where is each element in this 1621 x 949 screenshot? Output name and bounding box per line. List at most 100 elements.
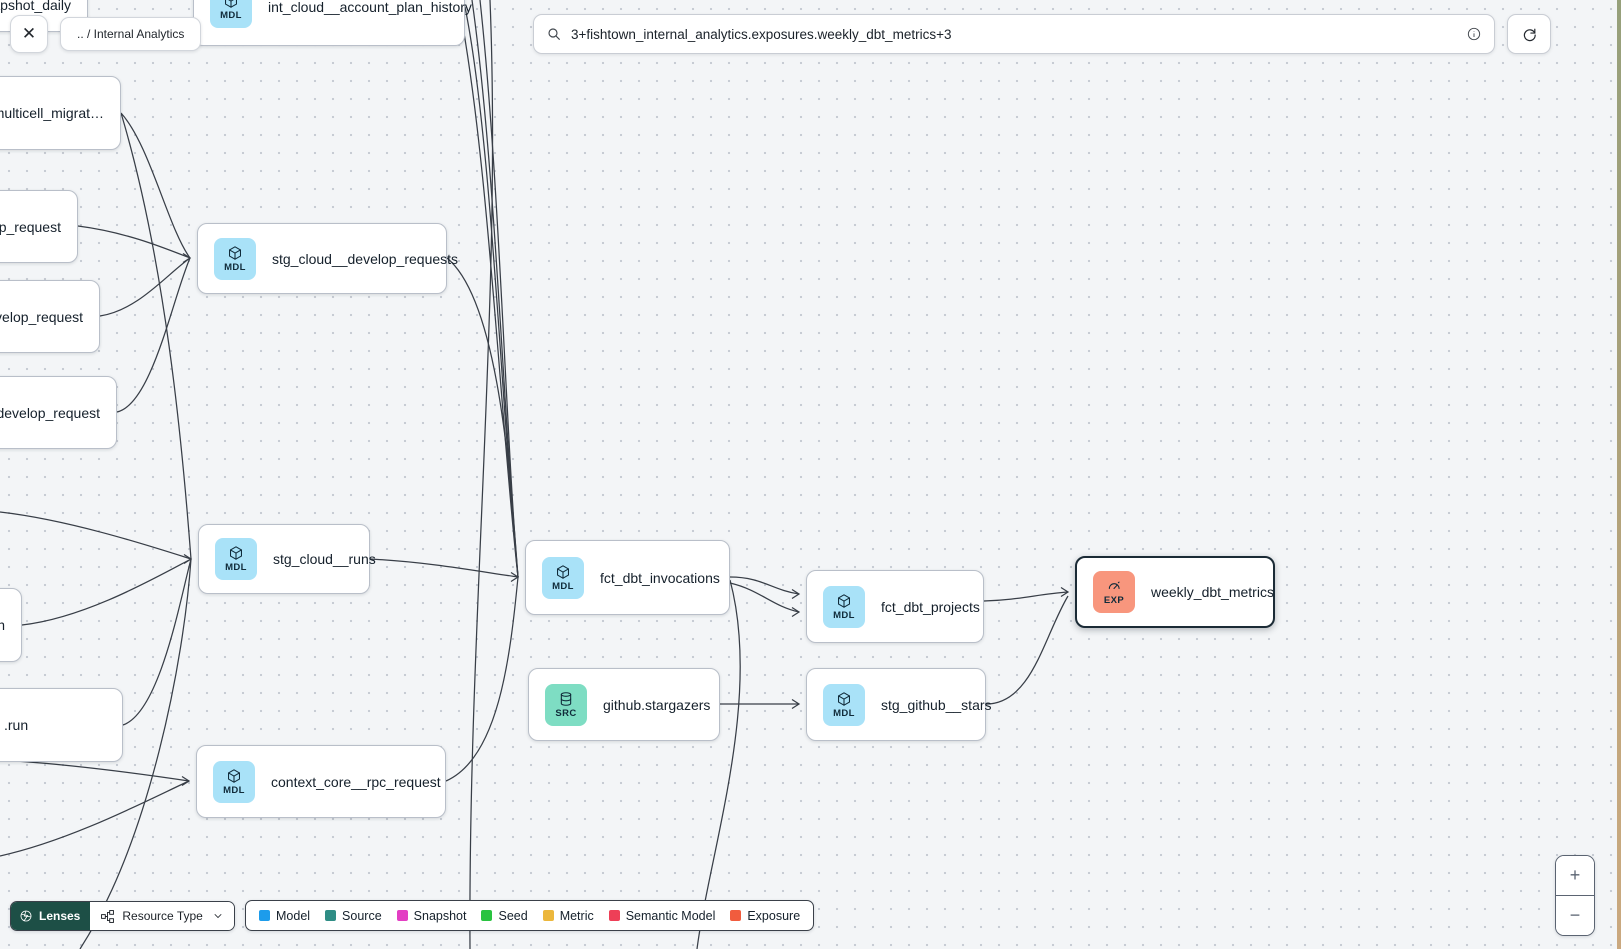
node-label: snapshot_daily [0,0,71,13]
node-label: github.stargazers [603,696,711,713]
badge-label: MDL [224,261,246,273]
legend-item-model: Model [259,909,310,923]
legend-item-semantic-model: Semantic Model [608,908,716,923]
node-develop-request-b[interactable]: .develop_request [0,376,117,449]
model-badge: MDL [823,585,865,628]
node-fct-dbt-invocations[interactable]: MDL fct_dbt_invocations [525,540,730,615]
legend-item-metric: Metric [542,908,594,923]
node-cut-node-run[interactable]: .run [0,688,123,762]
badge-label: SRC [555,707,577,719]
node-stg-cloud-runs[interactable]: MDL stg_cloud__runs [198,524,376,594]
node-develop-request-a[interactable]: velop_request [0,280,100,353]
model-badge: MDL [215,538,257,580]
node-stg-github-stars[interactable]: MDL stg_github__stars [806,668,992,741]
node-label: context_core__rpc_request [271,773,441,790]
lenses-group: Lenses Resource Type [10,901,235,931]
lenses-label: Lenses [39,909,81,923]
legend-item-exposure: Exposure [730,909,800,923]
legend-swatch [325,910,337,921]
legend-swatch [396,910,408,921]
legend-label: Model [276,908,311,923]
refresh-icon [1523,28,1536,41]
legend-swatch [481,910,493,921]
node-fct-dbt-projects[interactable]: MDL fct_dbt_projects [806,570,984,643]
exposure-badge: EXP [1093,571,1135,613]
model-badge: MDL [542,556,584,599]
chevron-down-icon [214,914,222,919]
exposure-icon [1108,581,1120,590]
node-label: .run [4,717,29,733]
badge-label: MDL [225,562,247,573]
legend-item-source: Source [325,909,382,923]
search-icon [548,28,560,40]
model-badge: MDL [213,760,255,803]
legend-label: Semantic Model [625,908,716,923]
badge-label: MDL [220,10,242,21]
refresh-button[interactable] [1507,14,1551,54]
node-cut-node-n[interactable]: n [0,588,22,662]
node-label: .develop_request [0,404,100,421]
breadcrumb[interactable]: .. / Internal Analytics [60,17,202,51]
legend-swatch [608,910,620,921]
resource-type-icon [101,909,115,923]
node-context-core-rpc-request[interactable]: MDL context_core__rpc_request [196,745,446,818]
resource-type-dropdown[interactable]: Resource Type [90,902,234,930]
legend-swatch [259,910,270,921]
model-icon [228,768,240,783]
legend-item-seed: Seed [481,908,528,923]
node-label: fct_dbt_projects [881,598,980,615]
model-icon [838,593,850,608]
info-icon[interactable] [1466,26,1482,42]
search-bar[interactable] [533,14,1495,54]
lenses-button[interactable]: Lenses [11,902,91,930]
model-icon [838,691,850,706]
node-label: velop_request [0,308,83,325]
model-icon [229,245,241,260]
badge-label: MDL [552,580,574,592]
close-icon: ✕ [21,24,37,43]
node-op-request[interactable]: p_request [0,190,78,263]
legend-swatch [730,910,742,921]
resource-type-legend: Model Source Snapshot Seed Metric Semantic Mo… [245,900,815,931]
close-button[interactable]: ✕ [10,15,48,53]
model-icon [557,564,569,579]
node-label: stg_github__stars [881,696,992,713]
zoom-divider [1556,895,1594,896]
model-icon [230,546,242,560]
source-badge: SRC [545,683,587,726]
node-label: n [0,617,5,633]
legend-swatch [542,910,554,921]
node-label: stg_cloud__runs [273,551,376,567]
badge-label: MDL [833,609,855,621]
legend-label: Source [342,908,382,923]
model-badge: MDL [823,683,865,726]
legend-label: Metric [559,908,594,923]
badge-label: MDL [223,784,245,796]
node-multicell-migration[interactable]: multicell_migrat… [0,76,121,150]
zoom-out-button[interactable]: − [1556,896,1594,935]
node-label: stg_cloud__develop_requests [272,250,459,267]
lenses-icon [20,910,32,922]
source-icon [560,691,572,706]
legend-label: Snapshot [413,908,467,923]
node-label: fct_dbt_invocations [600,569,720,586]
node-label: p_request [0,218,61,235]
breadcrumb-label: .. / Internal Analytics [77,27,185,41]
model-icon [225,0,237,8]
legend-label: Seed [498,908,528,923]
search-input[interactable] [571,26,1466,42]
resource-type-label: Resource Type [122,909,203,923]
model-badge: MDL [214,237,256,280]
model-badge: MDL [210,0,252,28]
legend-label: Exposure [747,908,801,923]
badge-label: EXP [1103,595,1125,606]
legend-item-snapshot: Snapshot [396,908,467,923]
zoom-in-button[interactable]: + [1556,856,1594,895]
node-github-stargazers[interactable]: SRC github.stargazers [528,668,720,741]
zoom-controls: + − [1555,855,1595,936]
node-stg-cloud-develop-requests[interactable]: MDL stg_cloud__develop_requests [197,223,458,294]
